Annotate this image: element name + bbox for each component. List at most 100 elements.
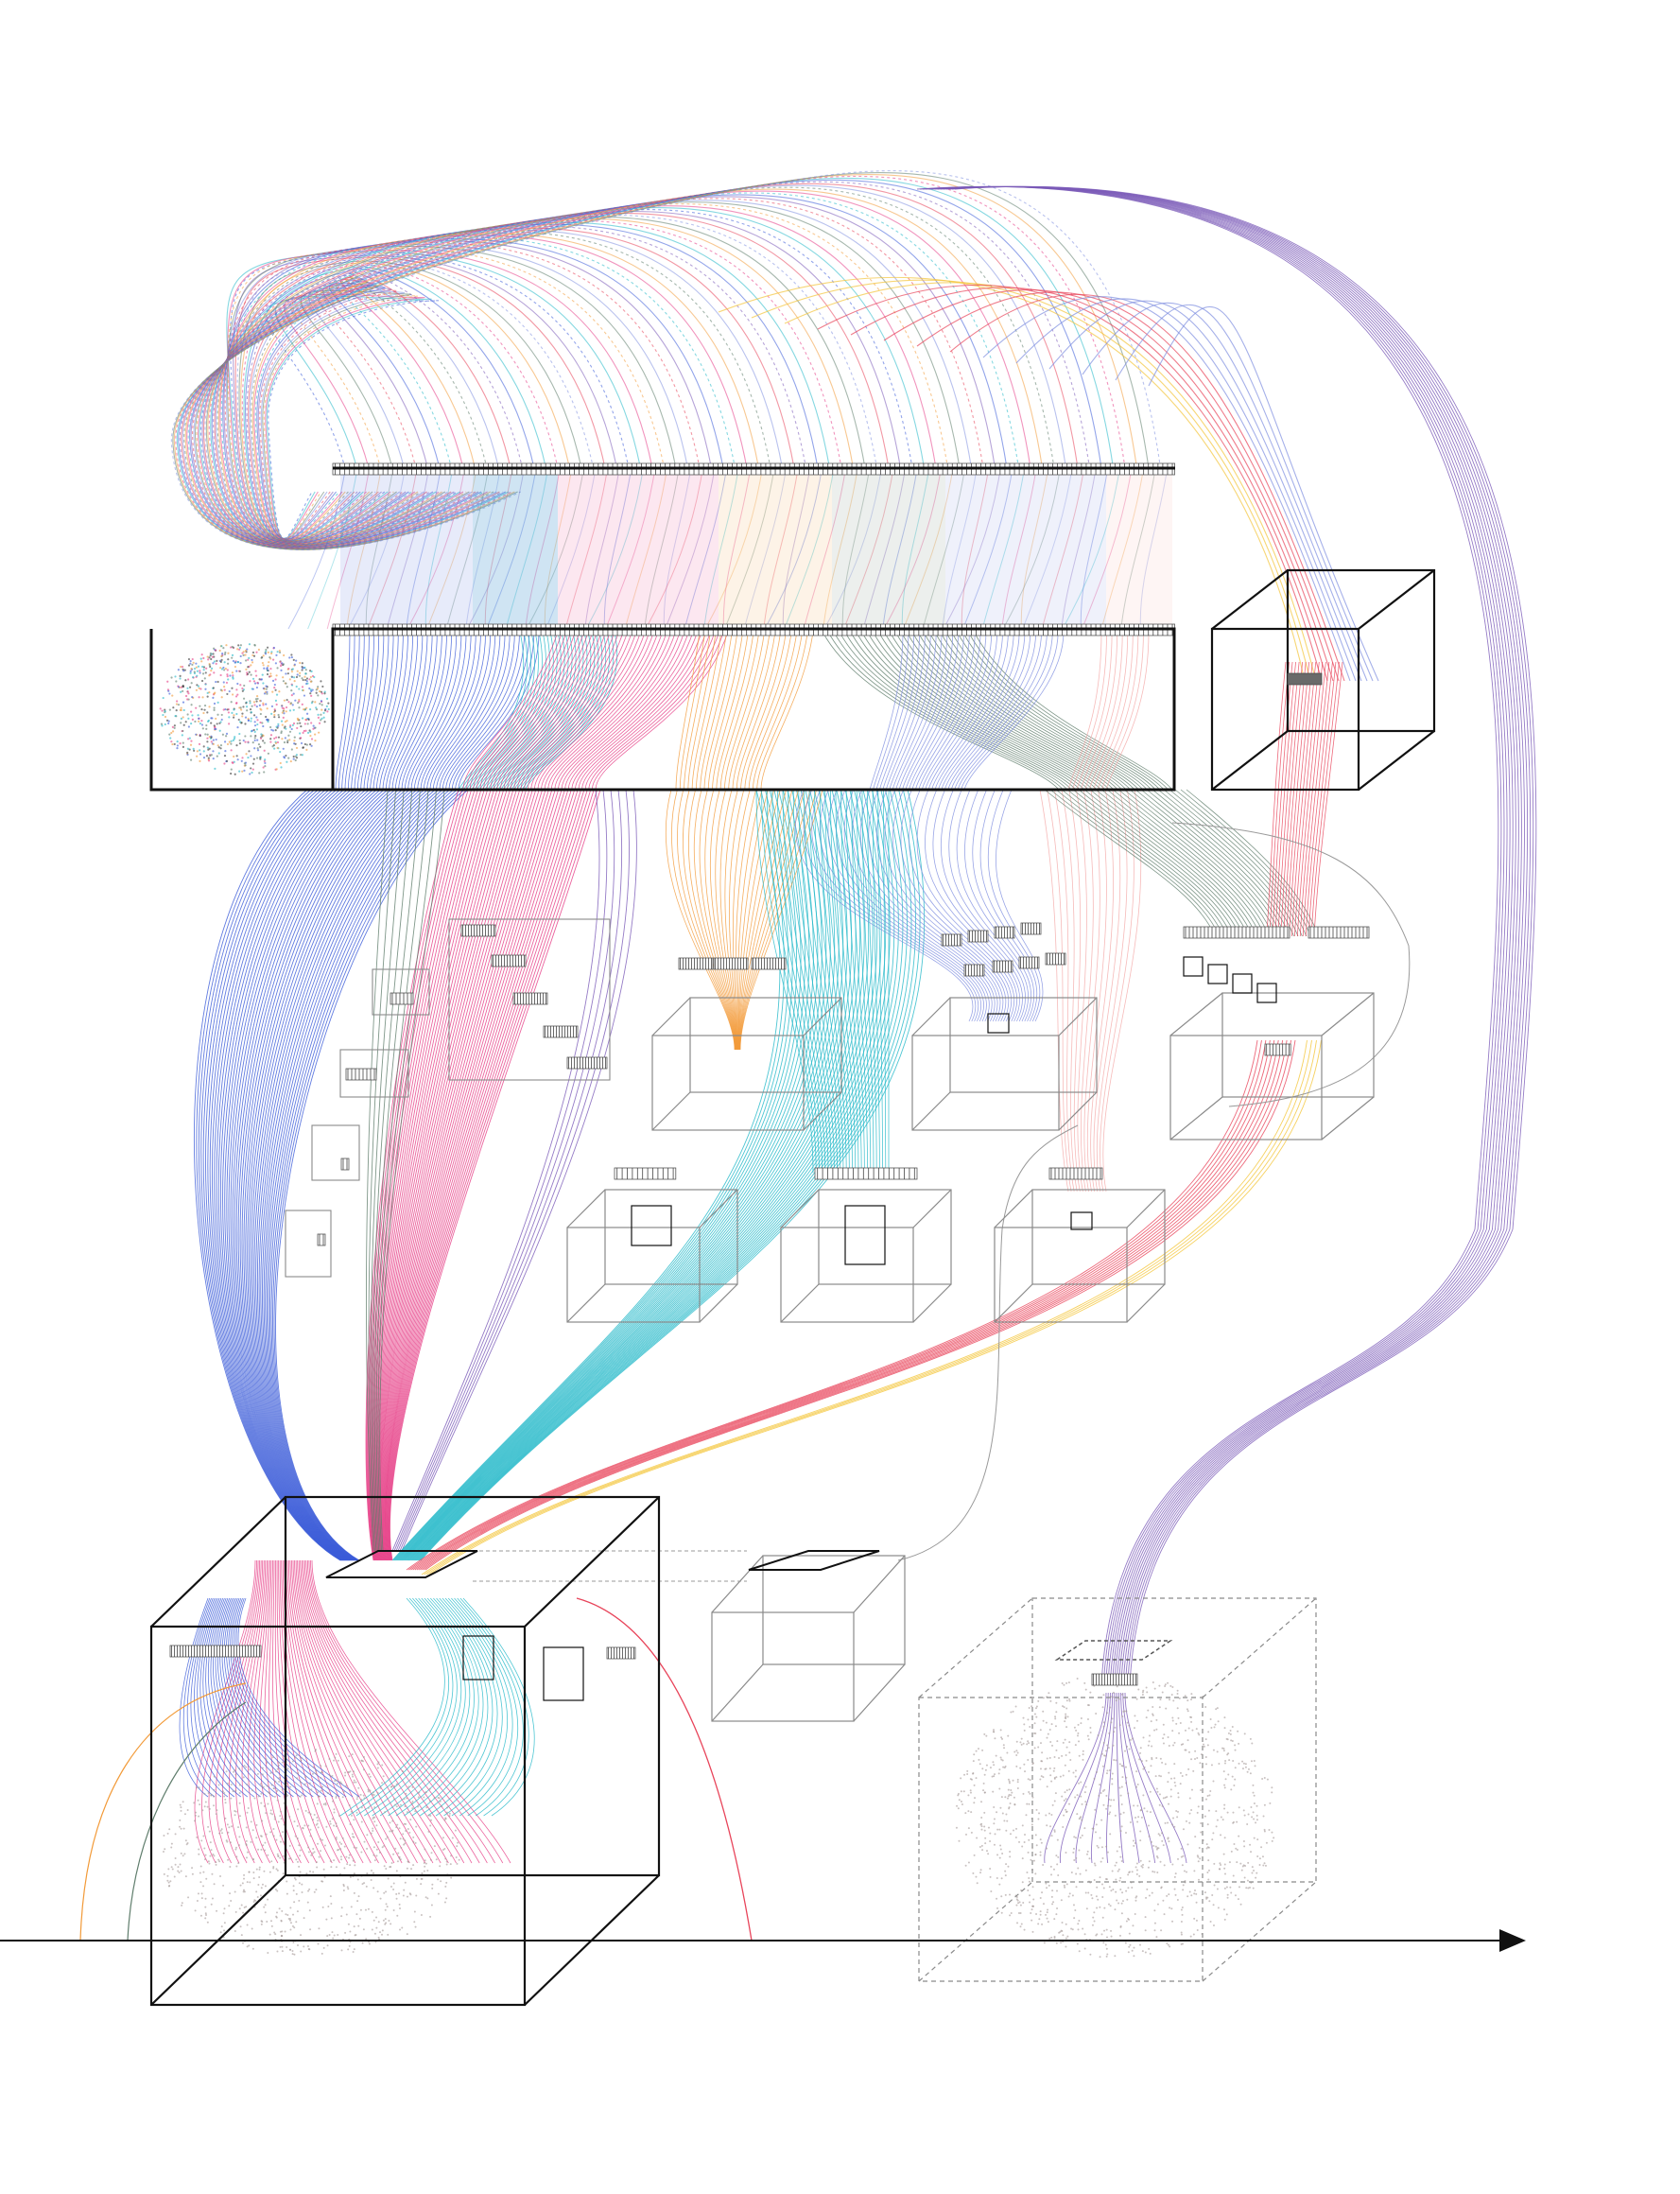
header-link — [564, 469, 608, 630]
comb — [1308, 926, 1370, 939]
comb — [751, 957, 787, 970]
outer-arc — [1082, 302, 1368, 682]
comb — [1048, 1167, 1103, 1180]
comb — [460, 924, 496, 937]
loop-arc — [192, 198, 984, 548]
module-cube-cyan — [780, 1189, 952, 1323]
header-link — [1100, 469, 1144, 630]
header-link — [406, 469, 442, 630]
header-link — [644, 469, 680, 630]
header-link — [1001, 469, 1037, 630]
module-node — [543, 1646, 584, 1701]
loop-arc — [181, 183, 1079, 549]
header-band — [945, 470, 1106, 629]
header-link — [1080, 469, 1108, 630]
header-link — [525, 469, 561, 630]
stray-line — [897, 1124, 1079, 1561]
header-link — [942, 469, 978, 630]
header-link — [901, 469, 929, 630]
header-link — [603, 469, 632, 630]
module-cube-purple — [566, 1189, 738, 1323]
header-link — [445, 469, 489, 630]
comb — [713, 957, 749, 970]
loop-arc — [254, 280, 453, 541]
header-link — [546, 469, 597, 630]
comb — [543, 1025, 579, 1038]
outer-arc — [916, 291, 1340, 682]
comb — [169, 1645, 262, 1658]
header-link — [526, 469, 584, 630]
ribbon-yellow-main — [421, 1039, 1322, 1576]
stray-line — [127, 1701, 247, 1942]
comb — [317, 1233, 326, 1246]
ribbon-cyan-module — [755, 789, 890, 1174]
header-link — [1020, 469, 1048, 630]
header-link — [584, 469, 620, 630]
fan-purple-right — [1044, 1692, 1187, 1864]
header-link — [465, 469, 501, 630]
module-cube-lightpink — [994, 1189, 1166, 1323]
outer-arc — [982, 296, 1351, 682]
header-link — [803, 469, 846, 630]
ribbon-lightpink-module — [1039, 789, 1142, 1193]
header-link — [1022, 469, 1073, 630]
stray-line — [79, 1682, 247, 1942]
loop-arc — [263, 291, 419, 540]
loop-arc — [259, 286, 417, 540]
small-module-box — [311, 1124, 360, 1181]
ribbon-red-main — [406, 1039, 1296, 1571]
left-bottom-cloud — [162, 1749, 460, 1956]
header-link — [883, 469, 942, 630]
loop-arc — [260, 287, 406, 540]
ribbon-pink-header — [462, 631, 729, 791]
header-link — [782, 469, 810, 630]
header-link — [1062, 469, 1120, 630]
header-band — [558, 470, 719, 629]
comb — [614, 1167, 677, 1180]
comb — [1264, 1043, 1291, 1056]
outer-arc — [1015, 298, 1357, 682]
header-link — [862, 469, 906, 630]
small-module-box — [372, 968, 430, 1016]
comb — [963, 964, 985, 977]
ribbon-red-cube — [1266, 661, 1343, 937]
header-link — [505, 469, 548, 630]
module-node — [1232, 973, 1253, 994]
ribbon-green-main — [366, 789, 445, 1552]
header-link — [544, 469, 572, 630]
comb — [491, 954, 527, 967]
header-band — [340, 470, 558, 629]
small-module-box — [285, 1210, 332, 1278]
fan-cyan — [339, 1597, 535, 1817]
cube-ticks — [1287, 672, 1323, 686]
scatter-cloud — [159, 643, 330, 775]
feedback-loop-arcs — [170, 170, 1379, 682]
header-link — [585, 469, 644, 630]
comb — [678, 957, 714, 970]
scatter-plot-frame — [149, 629, 333, 792]
outer-arc — [949, 293, 1345, 682]
loop-arc — [206, 216, 866, 547]
module-node — [1070, 1211, 1093, 1230]
header-link — [624, 469, 667, 630]
header-link — [1002, 469, 1061, 630]
comb — [992, 960, 1013, 973]
outer-arc — [1115, 304, 1374, 682]
ribbon-purple-main — [391, 789, 637, 1552]
header-link — [484, 469, 512, 630]
header-link — [326, 469, 370, 630]
header-band — [473, 470, 558, 629]
outer-arc — [883, 289, 1334, 682]
header-link — [1139, 469, 1168, 630]
header-link — [961, 469, 989, 630]
header-link — [386, 469, 429, 630]
header-link — [843, 469, 894, 630]
header-link — [665, 469, 716, 630]
module-node — [1207, 964, 1228, 984]
header-link — [1041, 469, 1084, 630]
ribbon-orange-module — [665, 789, 823, 1051]
ribbon-blue-header — [335, 631, 540, 791]
header-link — [407, 469, 465, 630]
